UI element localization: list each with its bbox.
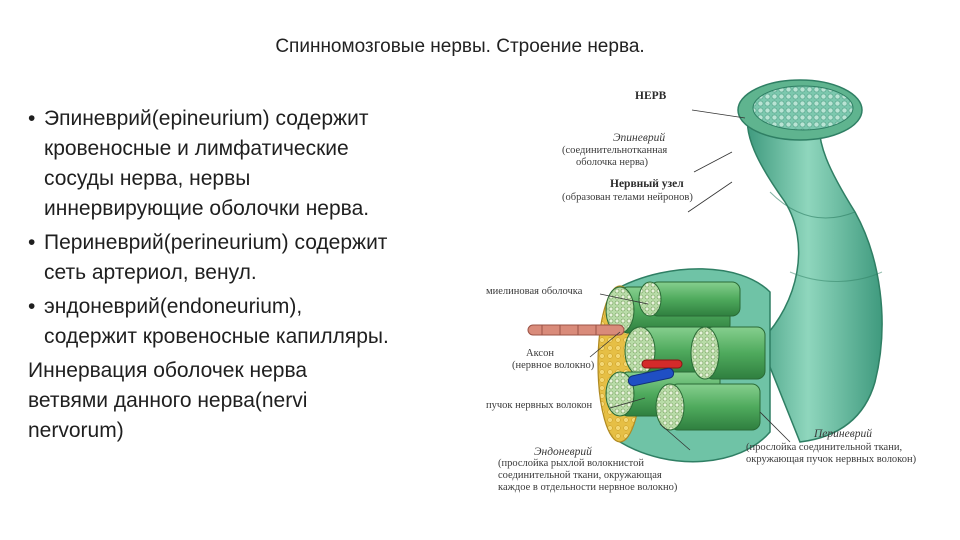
label-epineurium-desc: (соединительнотканная оболочка нерва) bbox=[562, 145, 668, 168]
bullet-endoneurium: • эндоневрий(endoneurium), содержит кров… bbox=[28, 292, 488, 352]
bullet-line: кровеносные и лимфатические bbox=[44, 137, 349, 160]
label-endoneurium-desc: (прослойка рыхлой волокнистой соединител… bbox=[498, 458, 678, 493]
bullet-line: сеть артериол, венул. bbox=[44, 261, 257, 284]
label-nerve: НЕРВ bbox=[635, 90, 667, 102]
note-line: ветвями данного нерва(nervi bbox=[28, 389, 308, 412]
nerve-structure-figure: НЕРВ Эпиневрий (соединительнотканная обо… bbox=[470, 72, 960, 512]
label-epineurium-title: Эпиневрий bbox=[613, 132, 666, 144]
bullet-line: Эпиневрий(epineurium) содержит bbox=[44, 107, 369, 130]
bullet-line: иннервирующие оболочки нерва. bbox=[44, 197, 370, 220]
bullet-marker: • bbox=[28, 107, 36, 130]
bullet-line: эндоневрий(endoneurium), bbox=[44, 295, 303, 318]
label-myelin: миелиновая оболочка bbox=[486, 286, 583, 297]
bullet-line: содержит кровеносные капилляры. bbox=[44, 325, 389, 348]
label-perineurium-desc: (прослойка соединительной ткани, окружаю… bbox=[746, 442, 917, 465]
nerve-trunk-shape bbox=[746, 106, 883, 443]
bullet-marker: • bbox=[28, 295, 36, 318]
label-ganglion-title: Нервный узел bbox=[610, 178, 684, 190]
innervation-note: Иннервация оболочек нерва ветвями данног… bbox=[28, 356, 488, 446]
bullet-epineurium: • Эпиневрий(epineurium) содержит кровено… bbox=[28, 104, 488, 224]
page-title: Спинномозговые нервы. Строение нерва. bbox=[275, 36, 645, 57]
text-block: • Эпиневрий(epineurium) содержит кровено… bbox=[28, 104, 488, 446]
label-axon: Аксон (нервное волокно) bbox=[512, 348, 595, 371]
bullet-perineurium: • Периневрий(perineurium) содержит сеть … bbox=[28, 228, 488, 288]
bullet-line: Периневрий(perineurium) содержит bbox=[44, 231, 388, 254]
label-perineurium-title: Периневрий bbox=[814, 428, 872, 440]
bullet-line: сосуды нерва, нервы bbox=[44, 167, 251, 190]
label-endoneurium-title: Эндоневрий bbox=[534, 446, 592, 458]
note-line: nervorum) bbox=[28, 419, 124, 442]
bullet-marker: • bbox=[28, 231, 36, 254]
label-bundle: пучок нервных волокон bbox=[486, 400, 593, 411]
note-line: Иннервация оболочек нерва bbox=[28, 359, 308, 382]
label-ganglion-desc: (образован телами нейронов) bbox=[562, 192, 693, 203]
nerve-illustration bbox=[527, 79, 883, 463]
